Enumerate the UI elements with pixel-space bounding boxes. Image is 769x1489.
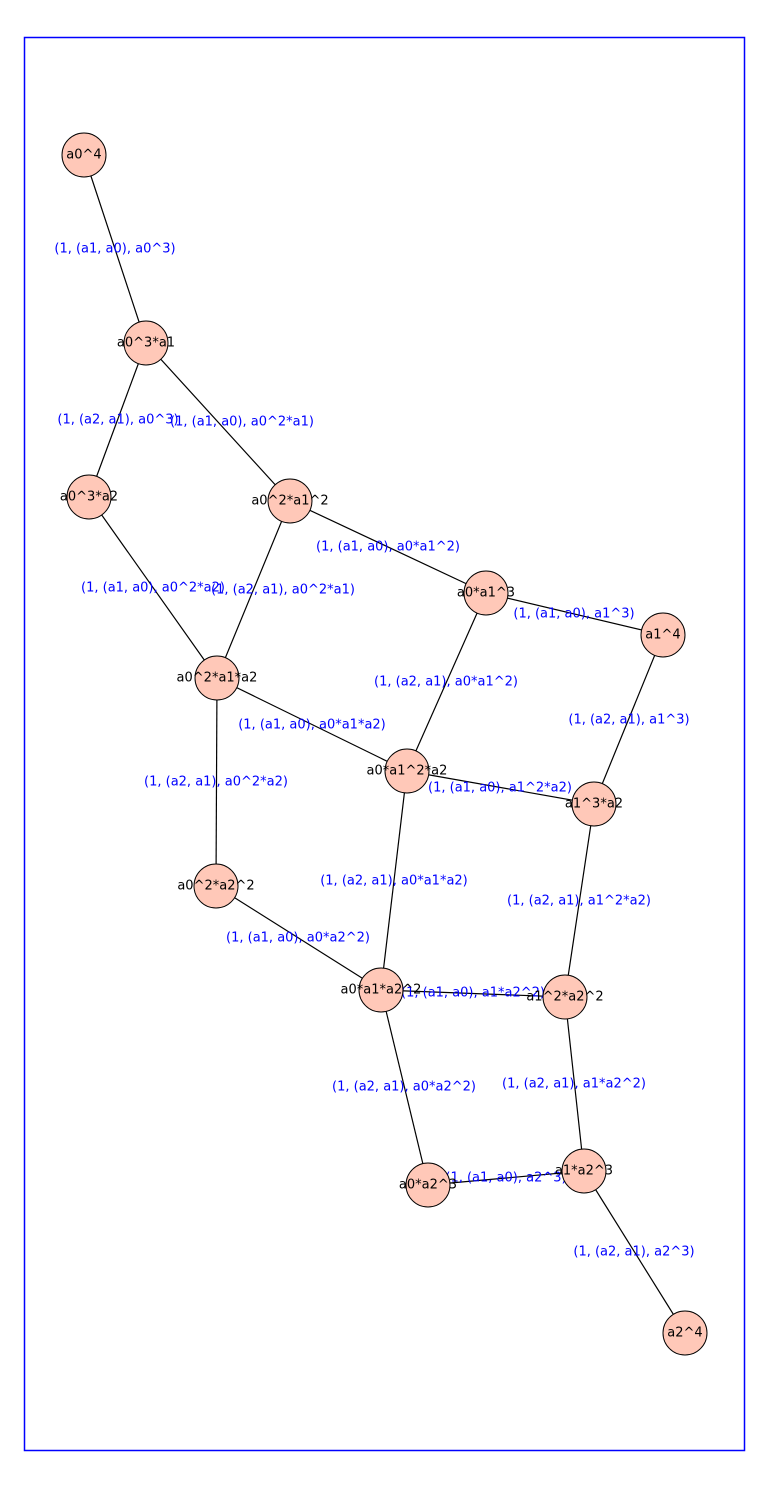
edge-labels-layer: (1, (a1, a0), a0^3)(1, (a2, a1), a0^3)(1… <box>54 242 694 1260</box>
node-label: a0*a1^3 <box>457 586 515 601</box>
edge-label: (1, (a2, a1), a0^2*a1) <box>211 583 355 598</box>
edge-n10-n11 <box>380 989 566 998</box>
edge-label: (1, (a2, a1), a1*a2^2) <box>502 1077 646 1092</box>
edge-n5-n7 <box>406 592 487 772</box>
graph-node: a0*a1*a2^2 <box>341 967 422 1013</box>
node-label: a0*a1^2*a2 <box>367 764 448 779</box>
graph-node: a0^4 <box>61 132 107 178</box>
node-label: a1^4 <box>645 628 680 643</box>
node-circle <box>561 1148 607 1194</box>
edge-n3-n4 <box>216 500 291 679</box>
graph-node: a1^4 <box>640 612 686 658</box>
graph-node: a0*a1^2*a2 <box>367 748 448 794</box>
node-label: a1^2*a2^2 <box>526 990 603 1005</box>
node-label: a1*a2^3 <box>555 1164 613 1179</box>
node-circle <box>662 1310 708 1356</box>
edge-label: (1, (a1, a0), a0*a2^2) <box>226 931 370 946</box>
edges-layer <box>83 154 686 1334</box>
edge-label: (1, (a1, a0), a2^3) <box>445 1171 566 1186</box>
edge-n9-n10 <box>215 885 382 991</box>
edge-n12-n13 <box>427 1170 585 1186</box>
edge-label: (1, (a1, a0), a1^3) <box>513 607 634 622</box>
edge-n3-n5 <box>289 500 487 594</box>
nodes-layer: a0^4 a0^3*a1 a0^3*a2 a0^2*a1^2 a0^2*a1*a2 a0*… <box>60 132 708 1356</box>
node-label: a0^4 <box>66 148 101 163</box>
graph-node: a1^3*a2 <box>565 781 623 827</box>
node-label: a0*a1*a2^2 <box>341 983 422 998</box>
node-circle <box>66 474 112 520</box>
edge-label: (1, (a2, a1), a0*a2^2) <box>332 1080 476 1095</box>
graph-node: a0^3*a2 <box>60 474 118 520</box>
edge-n4-n7 <box>216 677 408 772</box>
edge-n4-n9 <box>215 677 218 887</box>
graph-node: a2^4 <box>662 1310 708 1356</box>
edge-n0-n1 <box>83 154 147 344</box>
node-label: a0^2*a2^2 <box>177 879 254 894</box>
node-label: a0*a2^3 <box>399 1178 457 1193</box>
edge-label: (1, (a1, a0), a0*a1*a2) <box>238 718 386 733</box>
edge-n10-n12 <box>380 989 429 1186</box>
edge-label: (1, (a1, a0), a0^2*a2) <box>81 581 225 596</box>
edge-label: (1, (a2, a1), a1^3) <box>568 713 689 728</box>
edge-n7-n10 <box>380 770 408 991</box>
graph-node: a0^2*a1*a2 <box>177 655 258 701</box>
node-circle <box>542 974 588 1020</box>
edge-label: (1, (a2, a1), a0*a1^2) <box>374 675 518 690</box>
edge-n13-n14 <box>583 1170 686 1334</box>
edge-n1-n2 <box>88 342 147 498</box>
edge-n6-n8 <box>593 634 664 805</box>
edge-n11-n13 <box>564 996 585 1172</box>
node-circle <box>405 1162 451 1208</box>
graph-node: a1^2*a2^2 <box>526 974 604 1020</box>
node-circle <box>123 320 169 366</box>
node-circle <box>61 132 107 178</box>
node-label: a0^2*a1*a2 <box>177 671 258 686</box>
node-circle <box>640 612 686 658</box>
edge-n1-n3 <box>145 342 291 502</box>
graph-node: a0*a1^3 <box>457 570 515 616</box>
node-circle <box>193 863 239 909</box>
edge-label: (1, (a1, a0), a1^2*a2) <box>428 781 572 796</box>
edge-label: (1, (a2, a1), a0*a1*a2) <box>320 874 468 889</box>
edge-n7-n8 <box>406 770 595 805</box>
edge-n8-n11 <box>564 803 595 998</box>
node-label: a2^4 <box>667 1326 702 1341</box>
edge-label: (1, (a2, a1), a0^2*a2) <box>144 775 288 790</box>
edge-label: (1, (a1, a0), a0^3) <box>54 242 175 257</box>
edge-label: (1, (a1, a0), a0*a1^2) <box>316 540 460 555</box>
graph-node: a0^3*a1 <box>117 320 175 366</box>
node-circle <box>194 655 240 701</box>
edge-label: (1, (a2, a1), a0^3) <box>57 413 178 428</box>
graph-node: a0^2*a2^2 <box>177 863 255 909</box>
graph-node: a0*a2^3 <box>399 1162 457 1208</box>
node-label: a1^3*a2 <box>565 797 623 812</box>
node-label: a0^3*a2 <box>60 490 118 505</box>
node-circle <box>571 781 617 827</box>
edge-label: (1, (a2, a1), a1^2*a2) <box>507 894 651 909</box>
node-label: a0^2*a1^2 <box>251 494 328 509</box>
edge-n5-n6 <box>485 592 664 636</box>
node-circle <box>463 570 509 616</box>
node-circle <box>267 478 313 524</box>
edge-n2-n4 <box>88 496 218 679</box>
graph-node: a1*a2^3 <box>555 1148 613 1194</box>
edge-label: (1, (a1, a0), a0^2*a1) <box>170 415 314 430</box>
graph-frame <box>23 36 746 1452</box>
node-label: a0^3*a1 <box>117 336 175 351</box>
node-circle <box>358 967 404 1013</box>
edge-label: (1, (a1, a0), a1*a2^2) <box>401 986 545 1001</box>
node-circle <box>384 748 430 794</box>
graph-node: a0^2*a1^2 <box>251 478 329 524</box>
edge-label: (1, (a2, a1), a2^3) <box>573 1245 694 1260</box>
